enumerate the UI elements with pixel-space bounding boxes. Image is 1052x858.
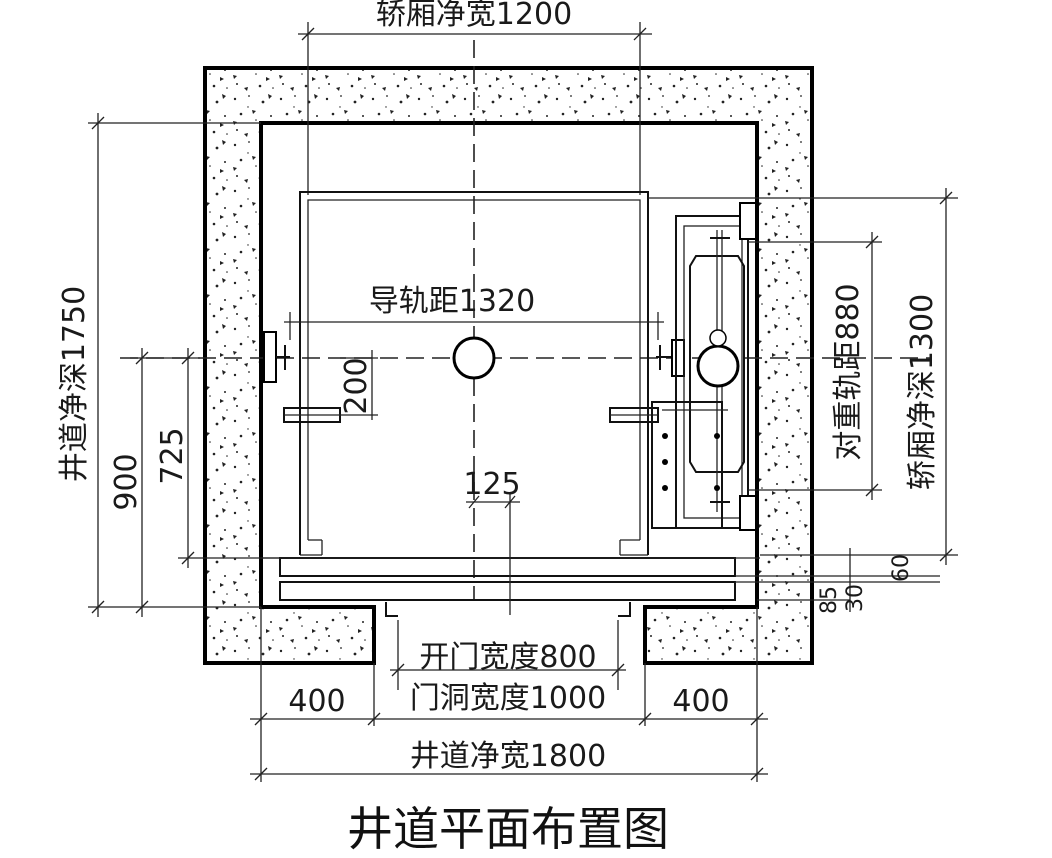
door-open-dimension: 开门宽度800	[390, 620, 626, 690]
car-width-dimension: 轿厢净宽1200	[298, 0, 652, 195]
dim-200-label: 200	[339, 357, 374, 414]
car-depth-dimension: 轿厢净深1300	[648, 188, 958, 565]
shaft-width-dimension: 井道净宽1800	[250, 739, 768, 781]
cwt-rail-dimension: 对重轨距880	[748, 232, 882, 500]
car-center-pulley	[452, 336, 496, 380]
rail-distance-dimension: 导轨距1320	[284, 284, 664, 340]
rail-distance-label: 导轨距1320	[369, 284, 535, 319]
door-open-width-label: 开门宽度800	[419, 640, 596, 675]
dimension-125: 125	[463, 467, 521, 615]
elevator-car	[261, 191, 760, 601]
door-hole-dimension: 门洞宽度1000	[373, 663, 646, 726]
door-hole-width-label: 门洞宽度1000	[410, 681, 606, 716]
door-jambs	[385, 602, 631, 617]
dim-60-label: 60	[889, 554, 914, 582]
car-clear-width-label: 轿厢净宽1200	[376, 0, 572, 32]
car-guide-rails	[263, 331, 685, 383]
bottom-dimension-chain: 400 400	[250, 607, 768, 782]
sill-dimensions: 85 30 60	[735, 548, 940, 614]
drawing-title: 井道平面布置图	[347, 802, 669, 856]
dim-85-label: 85	[817, 586, 842, 614]
shaft-clear-depth-label: 井道净深1750	[57, 286, 92, 482]
dimension-200: 200	[339, 350, 378, 420]
right-wall-400-label: 400	[672, 684, 729, 719]
dimension-725: 725	[155, 348, 280, 568]
left-wall-400-label: 400	[288, 684, 345, 719]
dim-30-label: 30	[843, 584, 868, 612]
dim-125-label: 125	[463, 467, 520, 502]
counterweight-assembly	[651, 202, 757, 531]
shaft-clear-width-label: 井道净宽1800	[410, 739, 606, 774]
dim-900-label: 900	[109, 453, 144, 510]
car-clear-depth-label: 轿厢净深1300	[905, 294, 940, 490]
center-lines	[120, 40, 930, 600]
dimension-900: 900	[109, 348, 200, 617]
dim-725-label: 725	[155, 427, 190, 484]
cwt-rail-distance-label: 对重轨距880	[831, 283, 866, 460]
shaft-depth-dimension: 井道净深1750	[57, 113, 261, 617]
